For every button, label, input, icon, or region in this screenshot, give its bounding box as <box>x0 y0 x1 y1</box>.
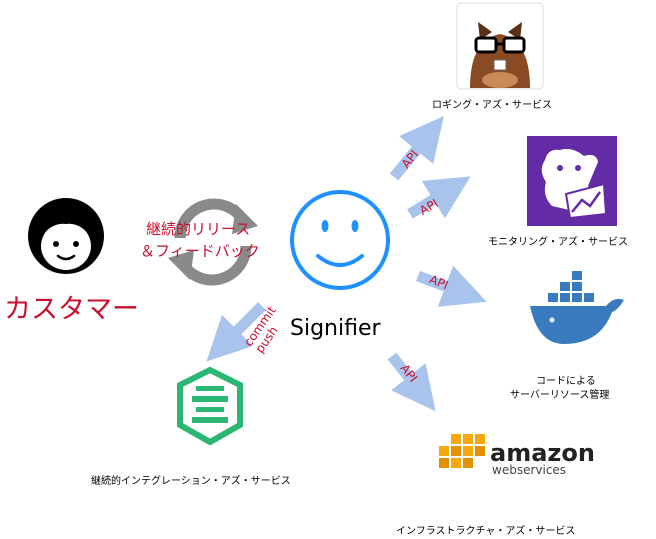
api-label-docker: API <box>427 272 450 292</box>
loop-label-line2: ＆フィードバック <box>140 242 260 260</box>
docker-whale-icon <box>530 271 624 344</box>
signifier-label: Signifier <box>290 316 381 341</box>
monitoring-label: モニタリング・アズ・サービス <box>488 235 628 248</box>
cycle-arrows-icon <box>168 198 258 286</box>
api-arrow-docker: API <box>416 265 487 307</box>
api-arrow-aws: API <box>387 352 436 412</box>
commit-push-arrow: commit push <box>206 302 281 362</box>
loop-label-line1: 継続的リリース <box>146 220 250 238</box>
aws-cubes-icon <box>439 434 485 468</box>
ci-label: 継続的インテグレーション・アズ・サービス <box>91 474 291 487</box>
signifier-smiley-icon <box>290 190 390 290</box>
docker-label-line1: コードによる <box>536 375 596 387</box>
ci-shield-icon <box>177 366 243 446</box>
logging-label: ロギング・アズ・サービス <box>432 98 552 111</box>
api-arrow-logging: API <box>389 115 444 181</box>
aws-logo-sub: webservices <box>492 463 566 477</box>
logging-service-logo <box>456 2 544 90</box>
aws-logo-word: amazon <box>490 439 595 467</box>
api-arrow-monitoring: API <box>407 176 471 219</box>
customer-label: カスタマー <box>4 294 139 325</box>
customer-face-icon <box>28 198 104 274</box>
aws-logo: amazon webservices <box>439 434 595 477</box>
aws-label: インフラストラクチャ・アズ・サービス <box>396 524 575 537</box>
monitoring-service-logo <box>527 136 617 226</box>
docker-label-line2: サーバーリソース管理 <box>510 388 609 401</box>
